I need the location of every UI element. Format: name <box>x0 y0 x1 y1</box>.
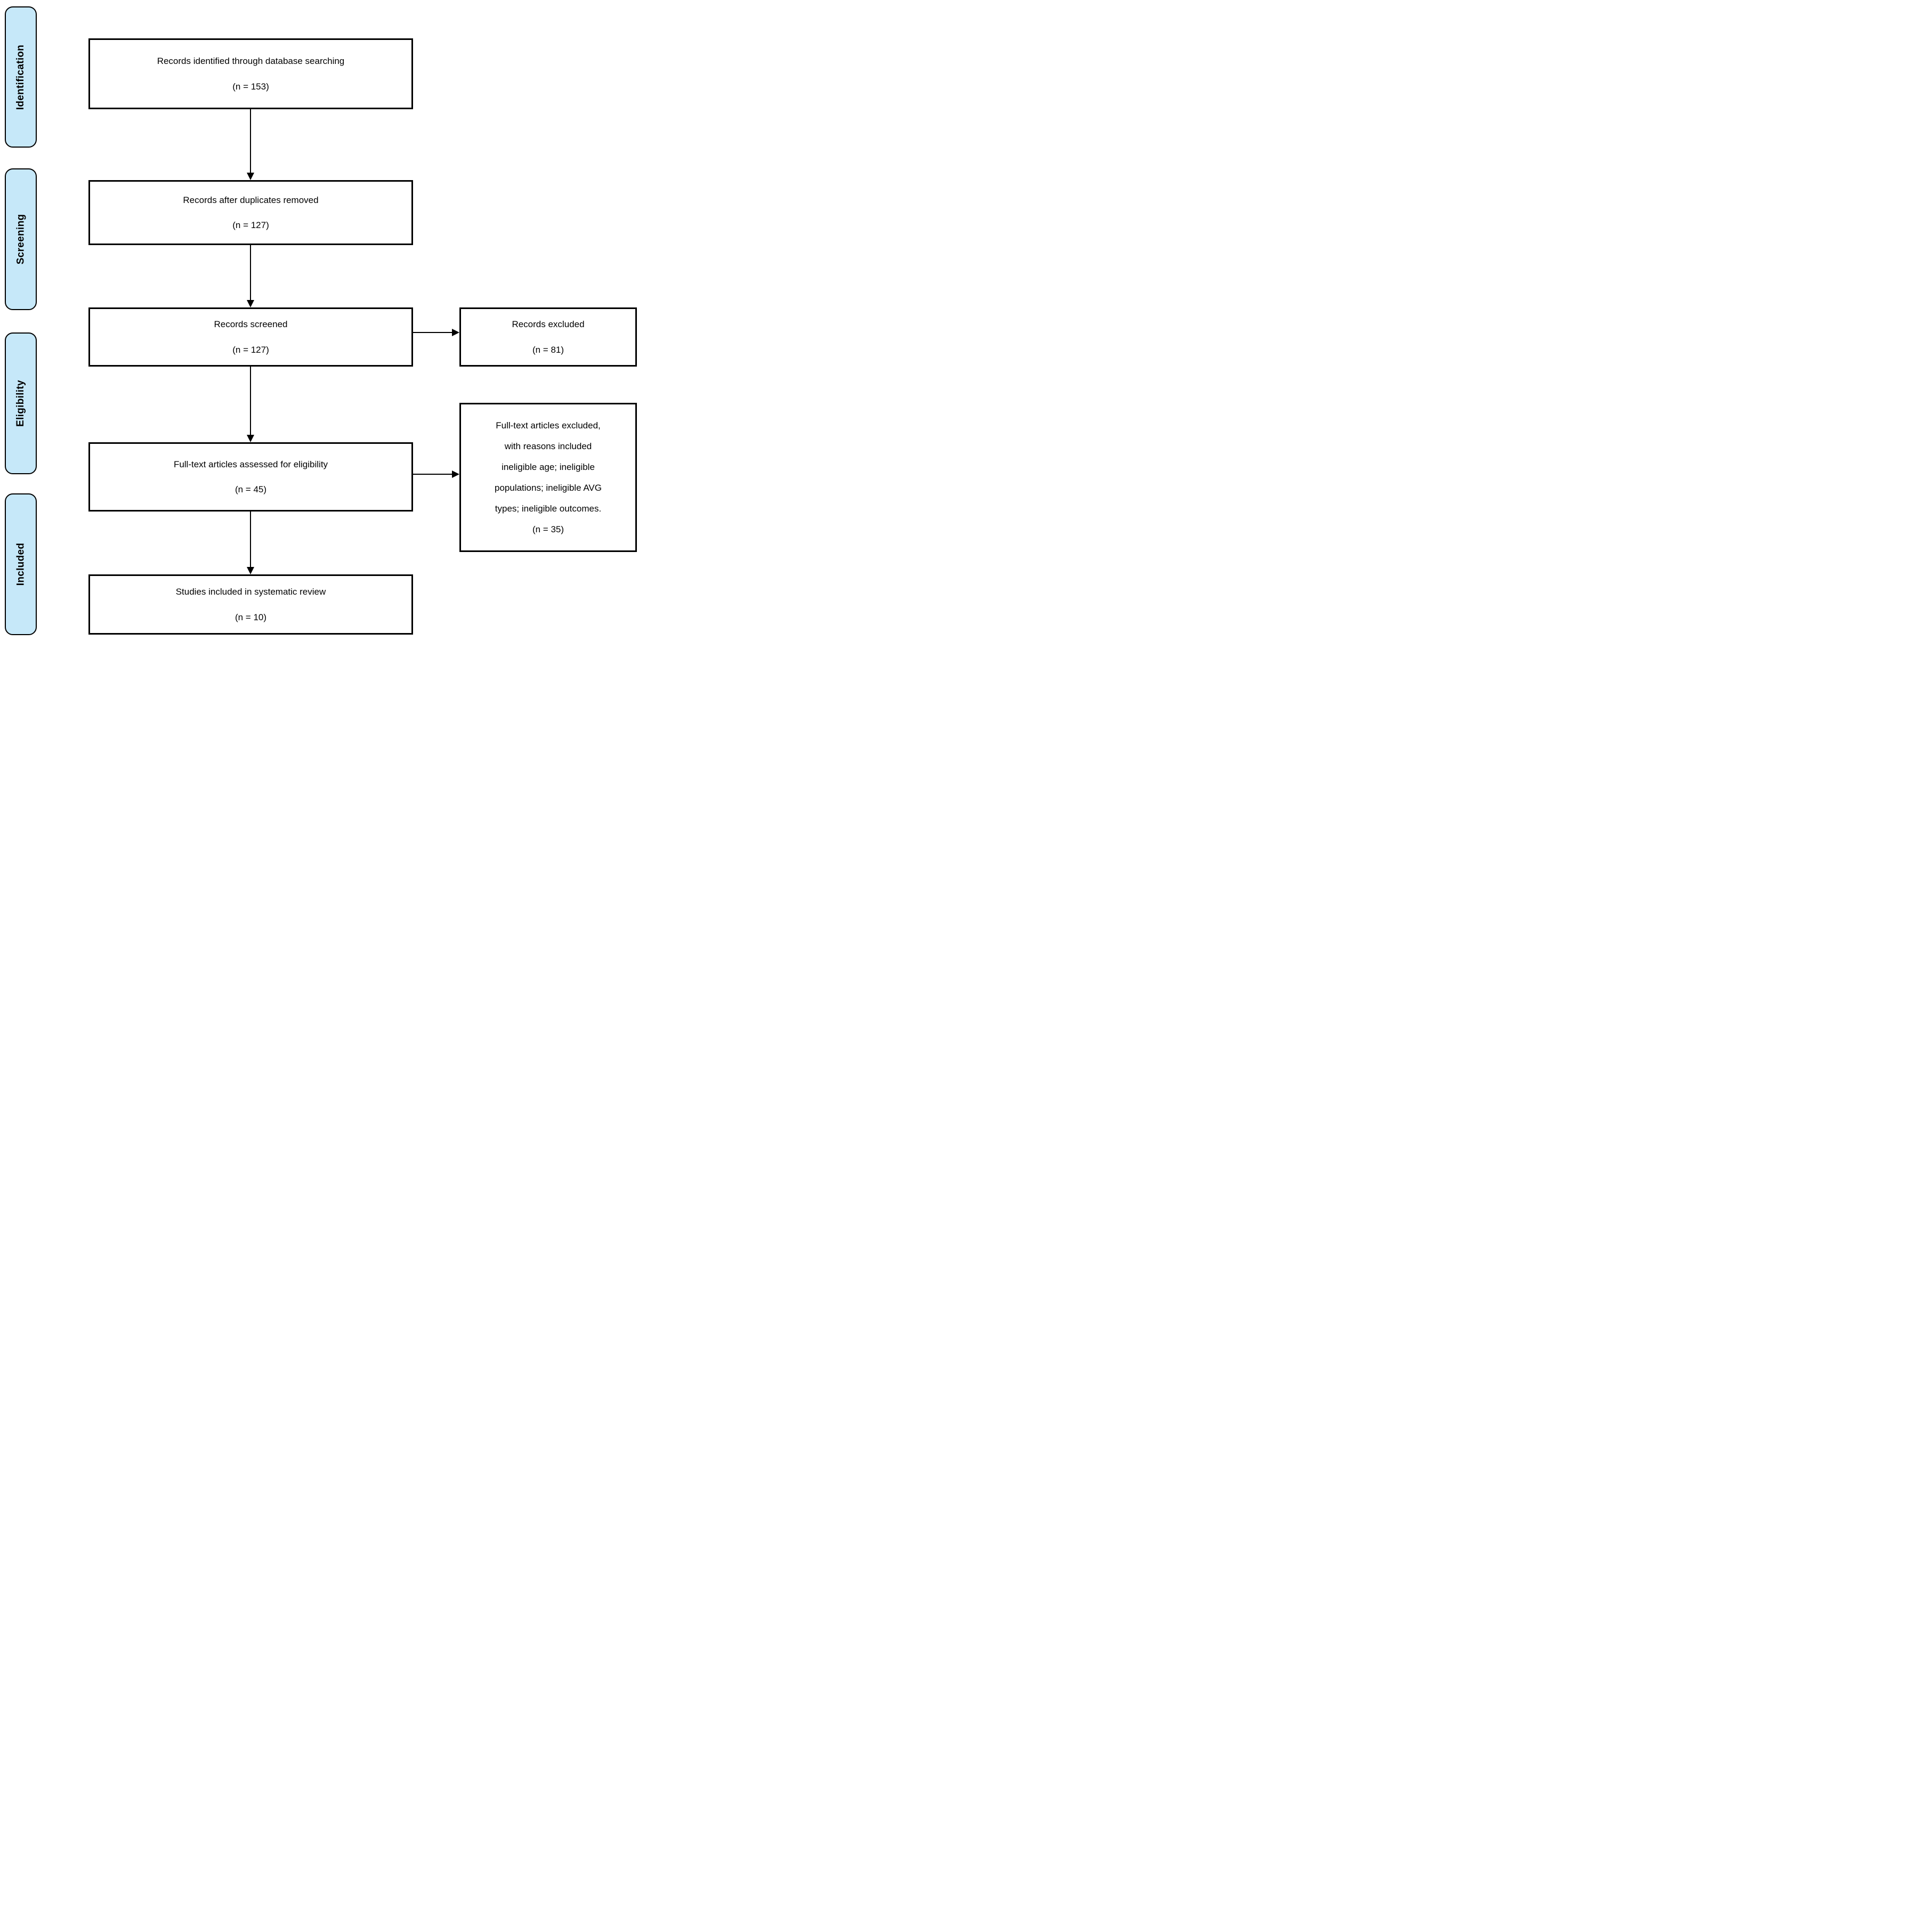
arrow-head-down-icon <box>247 300 254 307</box>
stage-label-identification-text: Identification <box>15 44 27 110</box>
arrow-right-screened-to-excluded <box>413 329 459 336</box>
fulltext-assessed-label: Full-text articles assessed for eligibil… <box>173 459 328 469</box>
arrow-shaft <box>250 245 251 301</box>
fulltext-excluded-label: Full-text articles excluded, with reason… <box>495 420 602 514</box>
stage-label-included-text: Included <box>15 542 27 586</box>
stage-label-identification: Identification <box>5 6 37 148</box>
duplicates-removed-label: Records after duplicates removed <box>183 194 319 205</box>
prisma-flow-diagram: Identification Screening Eligibility Inc… <box>0 0 644 641</box>
stage-label-screening-text: Screening <box>15 214 27 265</box>
side-box-fulltext-excluded: Full-text articles excluded, with reason… <box>459 403 637 552</box>
records-identified-label: Records identified through database sear… <box>157 56 345 67</box>
arrow-head-down-icon <box>247 173 254 180</box>
arrow-shaft <box>413 332 452 333</box>
arrow-right-fulltext-to-excluded <box>413 470 459 478</box>
stage-label-included: Included <box>5 493 37 635</box>
records-screened-label: Records screened <box>214 319 288 330</box>
flow-box-duplicates-removed: Records after duplicates removed (n = 12… <box>88 180 413 245</box>
stage-label-eligibility-text: Eligibility <box>15 380 27 427</box>
arrow-down-duplicates-to-screened <box>247 245 254 307</box>
stage-label-eligibility: Eligibility <box>5 332 37 474</box>
flow-box-records-screened: Records screened (n = 127) <box>88 307 413 367</box>
arrow-down-fulltext-to-included <box>247 512 254 574</box>
side-box-records-excluded: Records excluded (n = 81) <box>459 307 637 367</box>
arrow-head-down-icon <box>247 435 254 442</box>
flow-box-records-identified: Records identified through database sear… <box>88 38 413 109</box>
records-screened-count: (n = 127) <box>232 344 269 355</box>
stage-label-screening: Screening <box>5 168 37 310</box>
arrow-shaft <box>413 474 452 475</box>
duplicates-removed-count: (n = 127) <box>232 220 269 230</box>
records-excluded-count: (n = 81) <box>532 344 564 355</box>
records-excluded-label: Records excluded <box>512 319 585 330</box>
arrow-head-right-icon <box>452 470 459 478</box>
arrow-head-right-icon <box>452 329 459 336</box>
records-identified-count: (n = 153) <box>232 81 269 92</box>
arrow-down-identified-to-duplicates <box>247 109 254 180</box>
arrow-shaft <box>250 512 251 567</box>
arrow-down-screened-to-fulltext <box>247 367 254 442</box>
studies-included-label: Studies included in systematic review <box>175 587 326 597</box>
fulltext-assessed-count: (n = 45) <box>235 484 267 494</box>
flow-box-studies-included: Studies included in systematic review (n… <box>88 574 413 635</box>
fulltext-excluded-count: (n = 35) <box>532 524 564 535</box>
arrow-head-down-icon <box>247 567 254 574</box>
studies-included-count: (n = 10) <box>235 612 267 622</box>
arrow-shaft <box>250 367 251 435</box>
arrow-shaft <box>250 109 251 173</box>
flow-box-fulltext-assessed: Full-text articles assessed for eligibil… <box>88 442 413 512</box>
